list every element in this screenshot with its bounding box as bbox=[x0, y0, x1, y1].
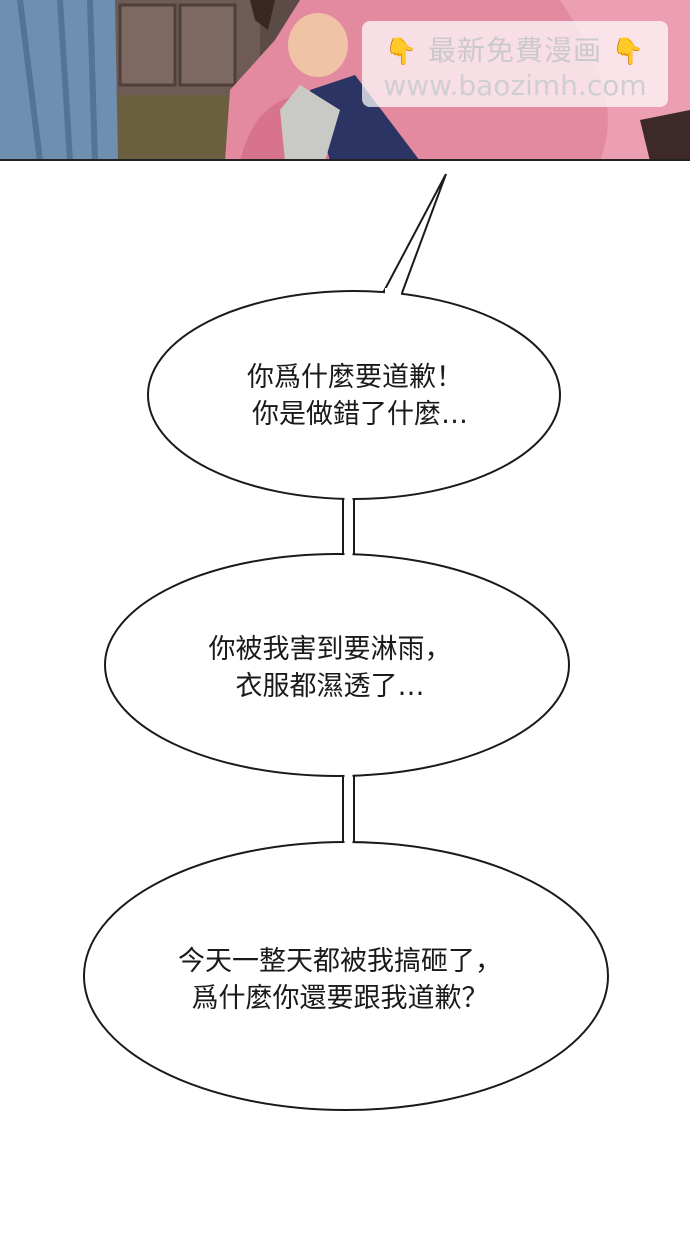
speech-bubble-2 bbox=[104, 553, 570, 777]
pointing-finger-icon: 👇 bbox=[611, 37, 646, 67]
watermark-title: 👇 最新免費漫画 👇 bbox=[362, 29, 668, 69]
bubble-connector bbox=[342, 769, 355, 847]
bubble-tail bbox=[382, 173, 447, 294]
dialogue-line: 你爲什麼要道歉！ bbox=[247, 362, 463, 393]
dialogue-line: 爲什麼你還要跟我道歉？ bbox=[191, 983, 489, 1014]
dialogue-line: 衣服都濕透了… bbox=[235, 671, 425, 702]
bubble-3-text: 今天一整天都被我搞砸了， 爲什麼你還要跟我道歉？ bbox=[135, 943, 545, 1017]
watermark-title-text: 最新免費漫画 bbox=[427, 34, 602, 67]
bubble-2-text: 你被我害到要淋雨， 衣服都濕透了… bbox=[165, 631, 495, 705]
pointing-finger-icon: 👇 bbox=[384, 37, 419, 67]
dialogue-line: 今天一整天都被我搞砸了， bbox=[178, 946, 502, 977]
comic-panel-illustration: 👇 最新免費漫画 👇 www.baozimh.com bbox=[0, 0, 690, 161]
dialogue-line: 你被我害到要淋雨， bbox=[208, 634, 452, 665]
speech-bubble-1 bbox=[147, 290, 561, 500]
bubble-1-text: 你爲什麼要道歉！ 你是做錯了什麼… bbox=[190, 359, 520, 433]
watermark-url: www.baozimh.com bbox=[383, 69, 647, 102]
dialogue-line: 你是做錯了什麼… bbox=[252, 399, 468, 430]
watermark-banner: 👇 最新免費漫画 👇 www.baozimh.com bbox=[362, 21, 668, 107]
